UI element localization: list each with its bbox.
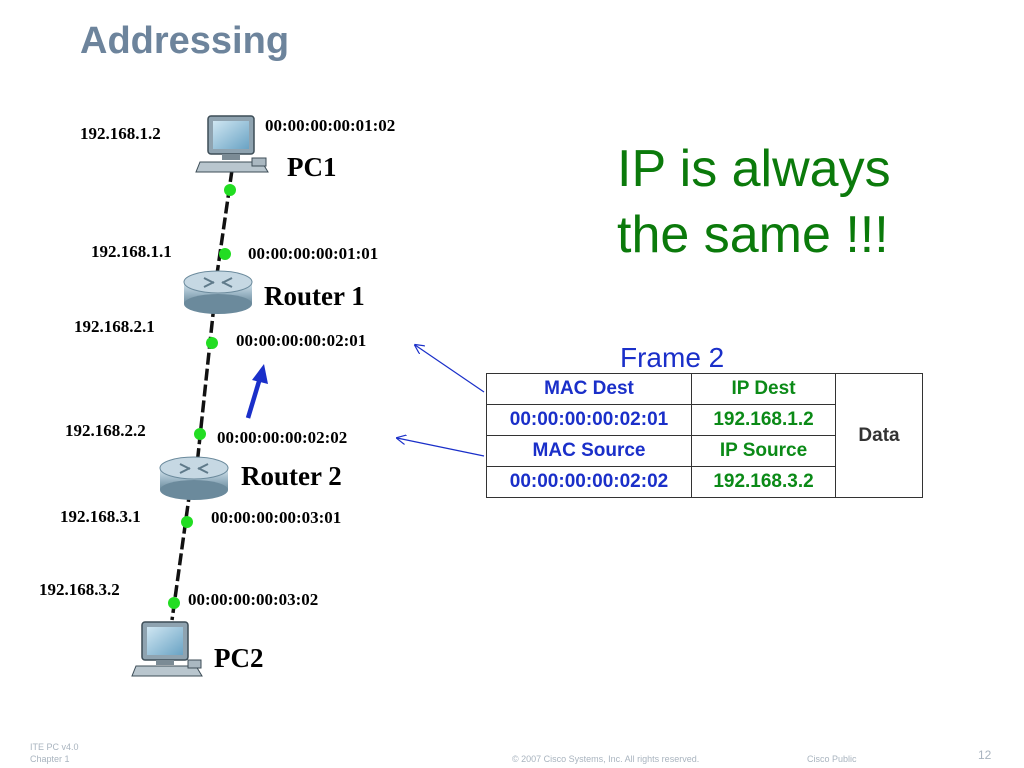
pc1-mac-label: 00:00:00:00:01:02 (265, 116, 396, 135)
router2-top-ip-label: 192.168.2.2 (65, 421, 146, 440)
router1-bottom-ip-label: 192.168.2.1 (74, 317, 155, 336)
footer-copyright: © 2007 Cisco Systems, Inc. All rights re… (512, 754, 700, 764)
table-row: 00:00:00:00:02:02 192.168.3.2 (486, 466, 923, 498)
pc1-computer-icon (195, 115, 269, 173)
pc2-computer-icon (131, 621, 203, 677)
router2-bottom-interface-dot (181, 516, 193, 528)
frame-title: Frame 2 (620, 342, 725, 373)
router2-bottom-mac-label: 00:00:00:00:03:01 (211, 508, 342, 527)
pc1-name-label: PC1 (287, 152, 337, 182)
direction-arrow-icon (245, 364, 268, 419)
mac-dest-value: 00:00:00:00:02:01 (486, 404, 692, 436)
router2-bottom-ip-label: 192.168.3.1 (60, 507, 141, 526)
router2-top-interface-dot (194, 428, 206, 440)
table-row: MAC Source IP Source (486, 435, 923, 467)
pc2-mac-label: 00:00:00:00:03:02 (188, 590, 319, 609)
ip-source-header: IP Source (691, 435, 836, 467)
pc2-interface-dot (168, 597, 180, 609)
router1-icon (183, 270, 253, 314)
pc2-ip-label: 192.168.3.2 (39, 580, 120, 599)
router1-top-mac-label: 00:00:00:00:01:01 (248, 244, 379, 263)
router2-name-label: Router 2 (241, 461, 342, 491)
headline-line-2: the same !!! (617, 206, 889, 264)
mac-dest-header: MAC Dest (486, 373, 692, 405)
router2-icon (159, 456, 229, 500)
pc1-ip-label: 192.168.1.2 (80, 124, 161, 143)
router2-top-mac-label: 00:00:00:00:02:02 (217, 428, 348, 447)
footer-chapter: Chapter 1 (30, 754, 70, 764)
page-number: 12 (978, 748, 992, 762)
slide-title: Addressing (80, 20, 290, 62)
headline: IP is always the same !!! (617, 136, 891, 268)
frame-table: MAC Dest IP Dest Data 00:00:00:00:02:01 … (486, 373, 923, 498)
ip-dest-header: IP Dest (691, 373, 836, 405)
router1-name-label: Router 1 (264, 281, 365, 311)
link-router2-pc2 (170, 489, 192, 621)
table-row: MAC Dest IP Dest Data (486, 373, 923, 498)
router1-bottom-mac-label: 00:00:00:00:02:01 (236, 331, 367, 350)
pointer-mac-source (397, 438, 485, 457)
headline-line-1: IP is always (617, 140, 891, 198)
pc2-name-label: PC2 (214, 643, 264, 673)
footer-classification: Cisco Public (807, 754, 857, 764)
mac-source-value: 00:00:00:00:02:02 (486, 466, 692, 498)
router1-bottom-interface-dot (206, 337, 218, 349)
router1-top-interface-dot (219, 248, 231, 260)
link-router1-router2 (195, 304, 216, 466)
router1-top-ip-label: 192.168.1.1 (91, 242, 172, 261)
mac-source-header: MAC Source (486, 435, 692, 467)
pc1-interface-dot (224, 184, 236, 196)
ip-dest-value: 192.168.1.2 (691, 404, 836, 436)
ip-source-value: 192.168.3.2 (691, 466, 836, 498)
footer-course: ITE PC v4.0 (30, 742, 79, 752)
pointer-mac-dest (415, 345, 485, 393)
data-cell: Data (835, 373, 923, 498)
table-row: 00:00:00:00:02:01 192.168.1.2 (486, 404, 923, 436)
